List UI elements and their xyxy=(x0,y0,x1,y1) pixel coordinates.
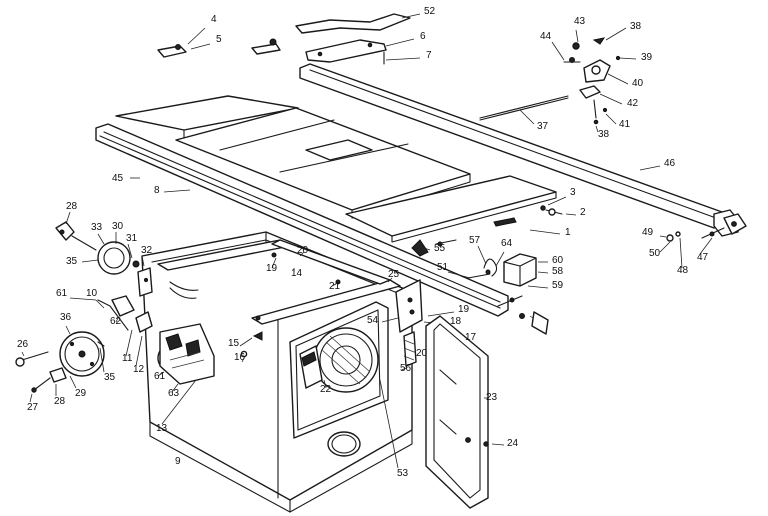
callout-41: 41 xyxy=(619,119,631,130)
callout-39: 39 xyxy=(641,52,653,63)
callout-27: 27 xyxy=(27,402,39,413)
callout-56: 56 xyxy=(400,363,412,374)
switch-panel xyxy=(381,279,463,371)
callout-2: 2 xyxy=(580,207,586,218)
callout-13: 13 xyxy=(156,423,168,434)
tilt-mechanism xyxy=(69,295,215,425)
callout-23: 23 xyxy=(486,392,498,403)
callout-8: 8 xyxy=(154,185,160,196)
callout-7: 7 xyxy=(426,50,432,61)
callout-38: 38 xyxy=(630,21,642,32)
callout-15: 15 xyxy=(228,338,240,349)
callout-22: 22 xyxy=(320,384,332,395)
rail-end-parts xyxy=(659,213,747,269)
callout-35: 35 xyxy=(66,256,78,267)
callout-17: 17 xyxy=(465,332,477,343)
callout-26: 26 xyxy=(17,339,29,350)
callout-24: 24 xyxy=(507,438,519,449)
callout-45: 45 xyxy=(112,173,124,184)
callout-1: 1 xyxy=(565,227,571,238)
callout-19: 19 xyxy=(458,304,470,315)
clamp-bracket-parts xyxy=(157,27,281,58)
front-guide-rail xyxy=(95,123,509,317)
callout-14: 14 xyxy=(291,268,303,279)
callout-61: 61 xyxy=(56,288,68,299)
callout-20: 20 xyxy=(297,245,309,256)
callout-44: 44 xyxy=(540,31,552,42)
callout-5: 5 xyxy=(216,34,222,45)
callout-30: 30 xyxy=(112,221,124,232)
callout-38: 38 xyxy=(598,129,610,140)
callout-64: 64 xyxy=(501,238,513,249)
callout-32: 32 xyxy=(141,245,153,256)
table-hardware xyxy=(411,196,577,257)
arbor-parts xyxy=(55,211,153,297)
callout-36: 36 xyxy=(60,312,72,323)
callout-28: 28 xyxy=(66,201,78,212)
callout-55: 55 xyxy=(434,243,446,254)
callout-6: 6 xyxy=(420,31,426,42)
switch-parts xyxy=(447,245,549,335)
callout-42: 42 xyxy=(627,98,639,109)
callout-3: 3 xyxy=(570,187,576,198)
callout-10: 10 xyxy=(86,288,98,299)
table-top xyxy=(115,95,557,243)
fence-lock-parts xyxy=(479,27,637,133)
callout-49: 49 xyxy=(642,227,654,238)
callout-46: 46 xyxy=(664,158,676,169)
callout-16: 16 xyxy=(234,352,246,363)
motor-assembly xyxy=(289,301,399,469)
callout-4: 4 xyxy=(211,14,217,25)
callout-19: 19 xyxy=(266,263,278,274)
callout-35: 35 xyxy=(104,372,116,383)
callout-29: 29 xyxy=(75,388,87,399)
callout-18: 18 xyxy=(450,316,462,327)
callout-62: 62 xyxy=(110,316,122,327)
callout-47: 47 xyxy=(697,252,709,263)
callout-59: 59 xyxy=(552,280,564,291)
callout-31: 31 xyxy=(126,233,138,244)
callout-37: 37 xyxy=(537,121,549,132)
callout-43: 43 xyxy=(574,16,586,27)
callout-21: 21 xyxy=(329,281,341,292)
callout-12: 12 xyxy=(133,364,145,375)
callout-25: 25 xyxy=(388,269,400,280)
callout-40: 40 xyxy=(632,78,644,89)
callout-53: 53 xyxy=(397,468,409,479)
callout-48: 48 xyxy=(677,265,689,276)
callout-28: 28 xyxy=(54,396,66,407)
callout-57: 57 xyxy=(469,235,481,246)
support-angles xyxy=(157,239,401,363)
cabinet-door xyxy=(425,315,505,509)
callout-60: 60 xyxy=(552,255,564,266)
callout-54: 54 xyxy=(367,315,379,326)
rail-bracket xyxy=(295,13,421,65)
callout-52: 52 xyxy=(424,6,436,17)
callout-63: 63 xyxy=(168,388,180,399)
callout-51: 51 xyxy=(437,262,449,273)
callout-61: 61 xyxy=(154,371,166,382)
callout-20: 20 xyxy=(416,348,428,359)
callout-9: 9 xyxy=(175,456,181,467)
callout-58: 58 xyxy=(552,266,564,277)
callout-11: 11 xyxy=(122,353,133,364)
callout-33: 33 xyxy=(91,222,103,233)
handwheel-parts xyxy=(15,325,105,403)
callout-50: 50 xyxy=(649,248,661,259)
